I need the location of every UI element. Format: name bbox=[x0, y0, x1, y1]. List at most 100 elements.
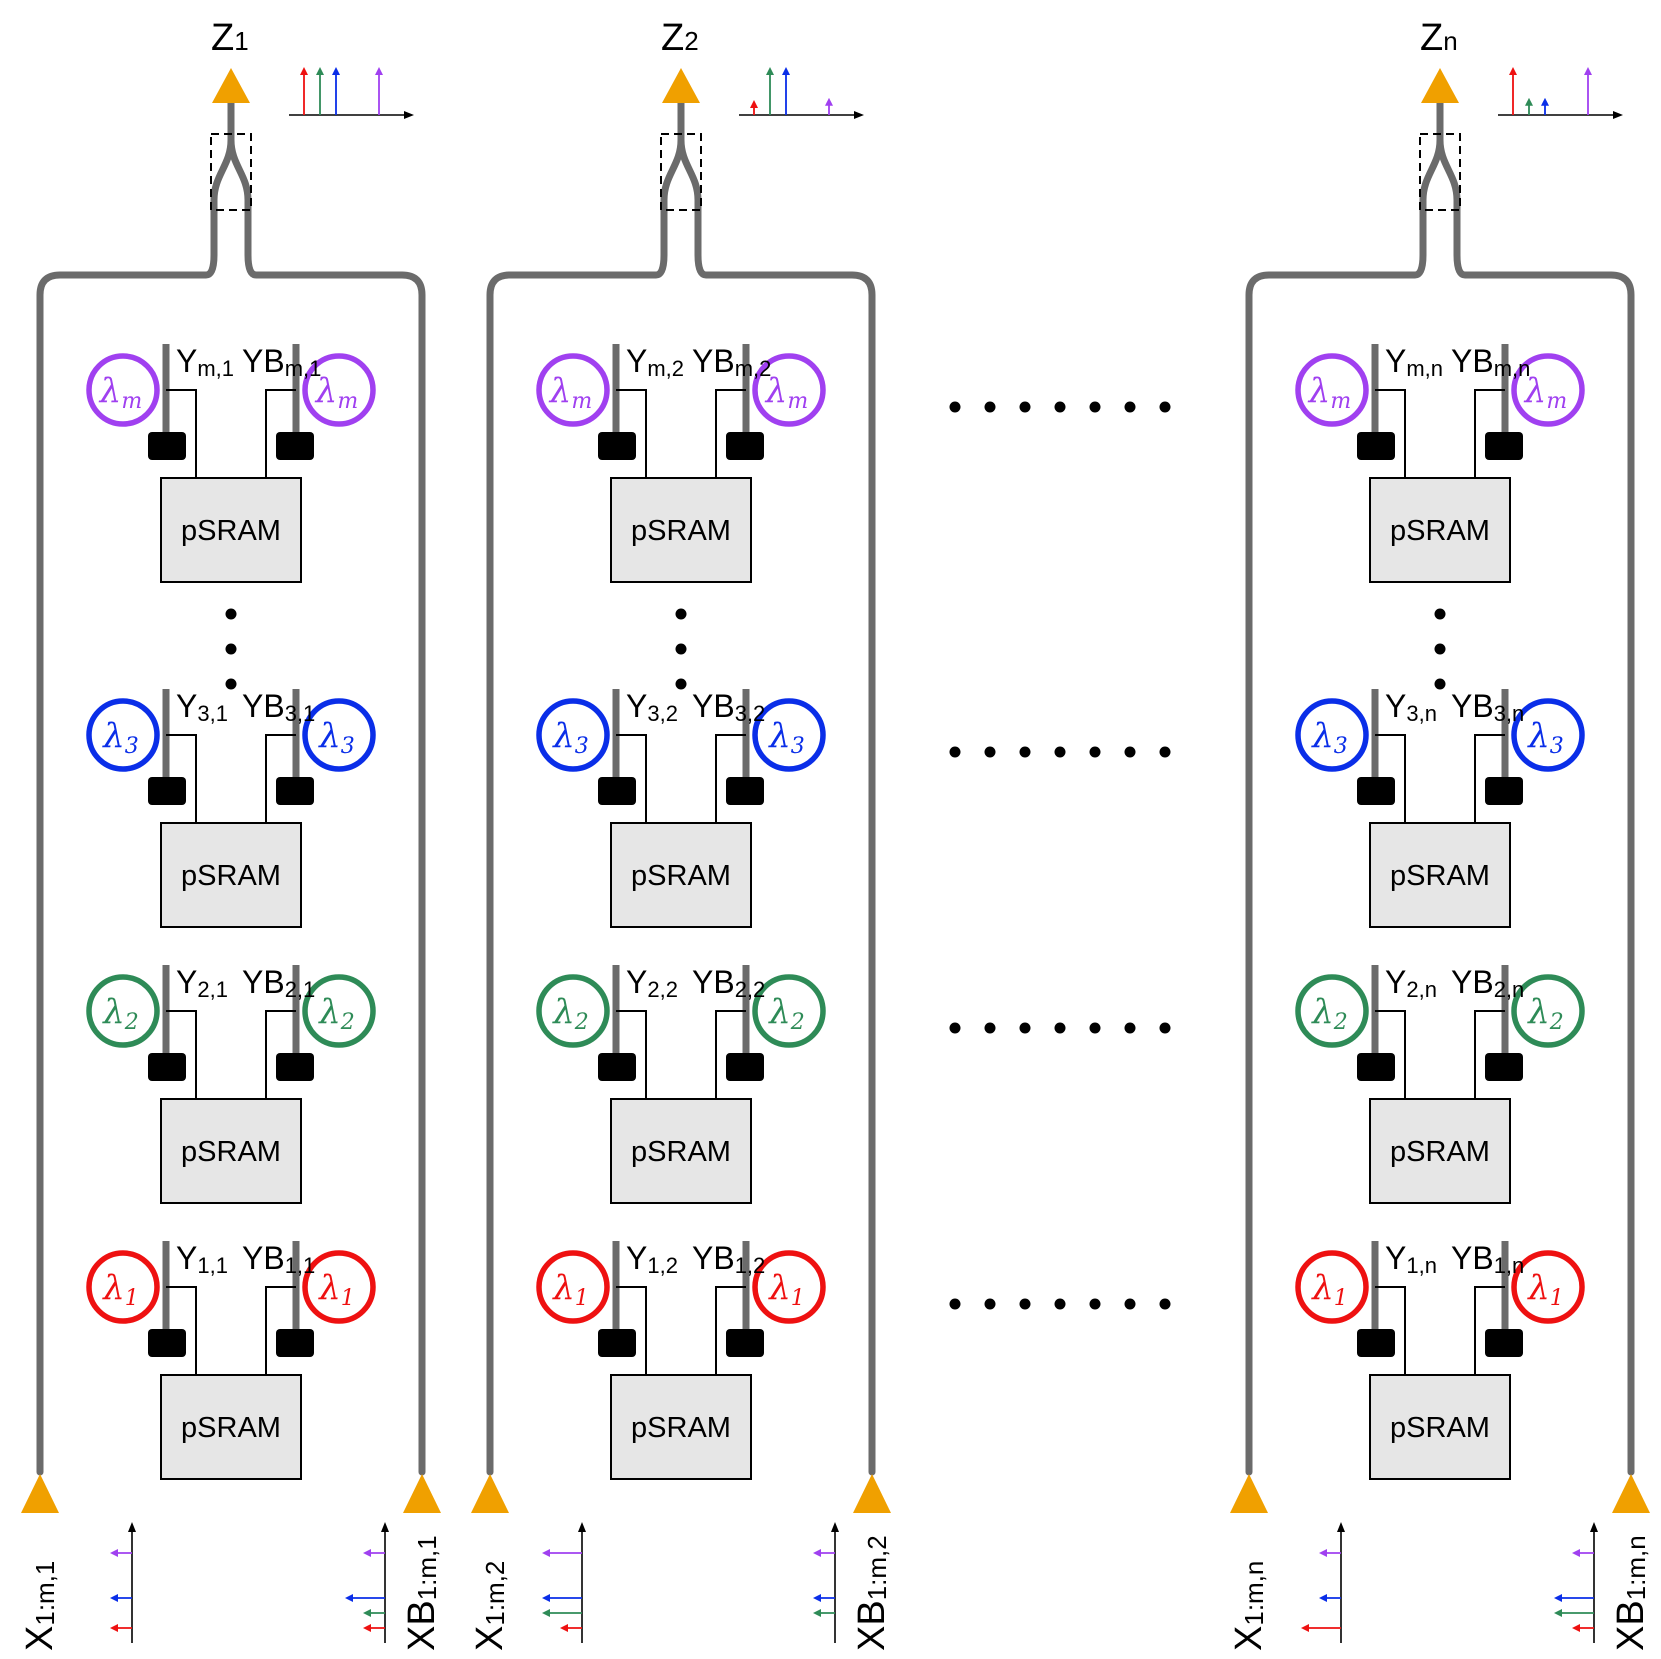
ellipsis-row-3 bbox=[949, 746, 1171, 758]
bus-waveguide-right bbox=[1436, 136, 1635, 1476]
yb-label-base: YB bbox=[692, 343, 735, 379]
input-label-xb-base: XB bbox=[401, 1600, 443, 1651]
ring-lambda-right-subscript: 3 bbox=[791, 734, 805, 759]
yb-label-subscript: 1,1 bbox=[285, 1253, 316, 1278]
psram-label: pSRAM bbox=[631, 1136, 731, 1168]
wire-y bbox=[1375, 1010, 1406, 1099]
psram-label: pSRAM bbox=[181, 1412, 281, 1444]
vertical-ellipsis-dot bbox=[675, 678, 687, 690]
microring-left bbox=[86, 1250, 160, 1324]
input-label-x-subscript: 1:m,n bbox=[1239, 1561, 1269, 1626]
microring-left bbox=[536, 353, 610, 427]
yb-label: YB2,n bbox=[1451, 964, 1524, 1002]
yb-label: YB1,2 bbox=[692, 1240, 765, 1278]
wire-yb bbox=[715, 1286, 746, 1375]
output-label-subscript: 2 bbox=[684, 26, 698, 56]
microring-right bbox=[302, 1250, 376, 1324]
y-label: Y2,1 bbox=[176, 964, 228, 1002]
photodetector-left bbox=[1357, 1053, 1395, 1081]
yb-label: YB2,1 bbox=[242, 964, 315, 1002]
psram-label: pSRAM bbox=[181, 515, 281, 547]
ring-lambda-right-subscript: 2 bbox=[340, 1010, 355, 1035]
ring-lambda-left: λ2 bbox=[551, 992, 589, 1035]
microring-left bbox=[86, 698, 160, 772]
photodetector-right bbox=[276, 1053, 314, 1081]
ring-lambda-right-base: λ bbox=[1523, 371, 1547, 411]
wire-yb bbox=[1474, 734, 1505, 823]
ring-lambda-left-base: λ bbox=[551, 716, 575, 756]
photodetector-left bbox=[1357, 1329, 1395, 1357]
yb-label: YBm,1 bbox=[242, 343, 321, 381]
psram-label: pSRAM bbox=[1390, 1136, 1490, 1168]
vertical-ellipsis-dot bbox=[1434, 678, 1446, 690]
ring-lambda-right: λm bbox=[314, 371, 358, 414]
output-label-base: Z bbox=[211, 17, 234, 59]
photodetector-right bbox=[726, 432, 764, 460]
ring-lambda-left-base: λ bbox=[101, 716, 125, 756]
microring-right bbox=[302, 353, 376, 427]
ring-lambda-right-base: λ bbox=[1526, 992, 1550, 1032]
psram-box bbox=[610, 822, 752, 928]
y-label: Y2,2 bbox=[626, 964, 678, 1002]
wire-y bbox=[166, 389, 197, 478]
wire-y bbox=[616, 1010, 647, 1099]
ring-lambda-left-subscript: 3 bbox=[125, 734, 139, 759]
y-label-base: Y bbox=[1385, 688, 1406, 724]
ring-lambda-left: λm bbox=[548, 371, 592, 414]
psram-box bbox=[610, 477, 752, 583]
psram-label: pSRAM bbox=[631, 515, 731, 547]
ring-lambda-right-subscript: 1 bbox=[1550, 1286, 1564, 1311]
wire-yb bbox=[1474, 1286, 1505, 1375]
microring-right bbox=[752, 353, 826, 427]
ring-lambda-right: λm bbox=[764, 371, 808, 414]
y-label-base: Y bbox=[1385, 343, 1406, 379]
photodetector-left bbox=[148, 777, 186, 805]
combiner-box bbox=[660, 133, 702, 211]
yb-label-base: YB bbox=[242, 343, 285, 379]
y-label: Y3,n bbox=[1385, 688, 1437, 726]
yb-label-base: YB bbox=[1451, 343, 1494, 379]
bus-waveguide-right bbox=[227, 136, 426, 1476]
y-label-subscript: m,2 bbox=[647, 356, 684, 381]
psram-label: pSRAM bbox=[631, 1412, 731, 1444]
ring-lambda-right: λ3 bbox=[317, 716, 355, 759]
y-label-subscript: 1,1 bbox=[197, 1253, 228, 1278]
ring-lambda-right-subscript: m bbox=[337, 389, 358, 414]
psram-label: pSRAM bbox=[1390, 860, 1490, 892]
y-label-base: Y bbox=[176, 964, 197, 1000]
ring-lambda-left: λ2 bbox=[1310, 992, 1348, 1035]
wire-y bbox=[616, 734, 647, 823]
ring-lambda-left-subscript: m bbox=[121, 389, 142, 414]
photodetector-right bbox=[726, 777, 764, 805]
ring-lambda-left: λ3 bbox=[551, 716, 589, 759]
yb-label: YBm,n bbox=[1451, 343, 1530, 381]
ring-lambda-left-subscript: 1 bbox=[125, 1286, 139, 1311]
yb-label: YBm,2 bbox=[692, 343, 771, 381]
microring-right bbox=[1511, 974, 1585, 1048]
yb-label-base: YB bbox=[242, 964, 285, 1000]
y-label: Ym,2 bbox=[626, 343, 684, 381]
psram-box bbox=[610, 1098, 752, 1204]
ring-lambda-right-subscript: 3 bbox=[341, 734, 355, 759]
ring-lambda-left-base: λ bbox=[551, 992, 575, 1032]
yb-label-subscript: 1,n bbox=[1494, 1253, 1525, 1278]
ring-lambda-left-base: λ bbox=[548, 371, 572, 411]
output-grating-coupler bbox=[1421, 68, 1459, 103]
yb-label-base: YB bbox=[1451, 1240, 1494, 1276]
ring-lambda-right: λ3 bbox=[1526, 716, 1564, 759]
ellipsis-row-2 bbox=[949, 1022, 1171, 1034]
input-label-x-base: X bbox=[469, 1626, 511, 1651]
yb-label-subscript: 2,1 bbox=[285, 977, 316, 1002]
ring-lambda-right-base: λ bbox=[1526, 1268, 1550, 1308]
ring-lambda-left: λ1 bbox=[551, 1268, 589, 1311]
ring-lambda-right-subscript: 2 bbox=[1549, 1010, 1564, 1035]
input-grating-coupler-xb bbox=[853, 1474, 891, 1513]
ring-lambda-right-subscript: 2 bbox=[790, 1010, 805, 1035]
yb-label-subscript: 3,n bbox=[1494, 701, 1525, 726]
